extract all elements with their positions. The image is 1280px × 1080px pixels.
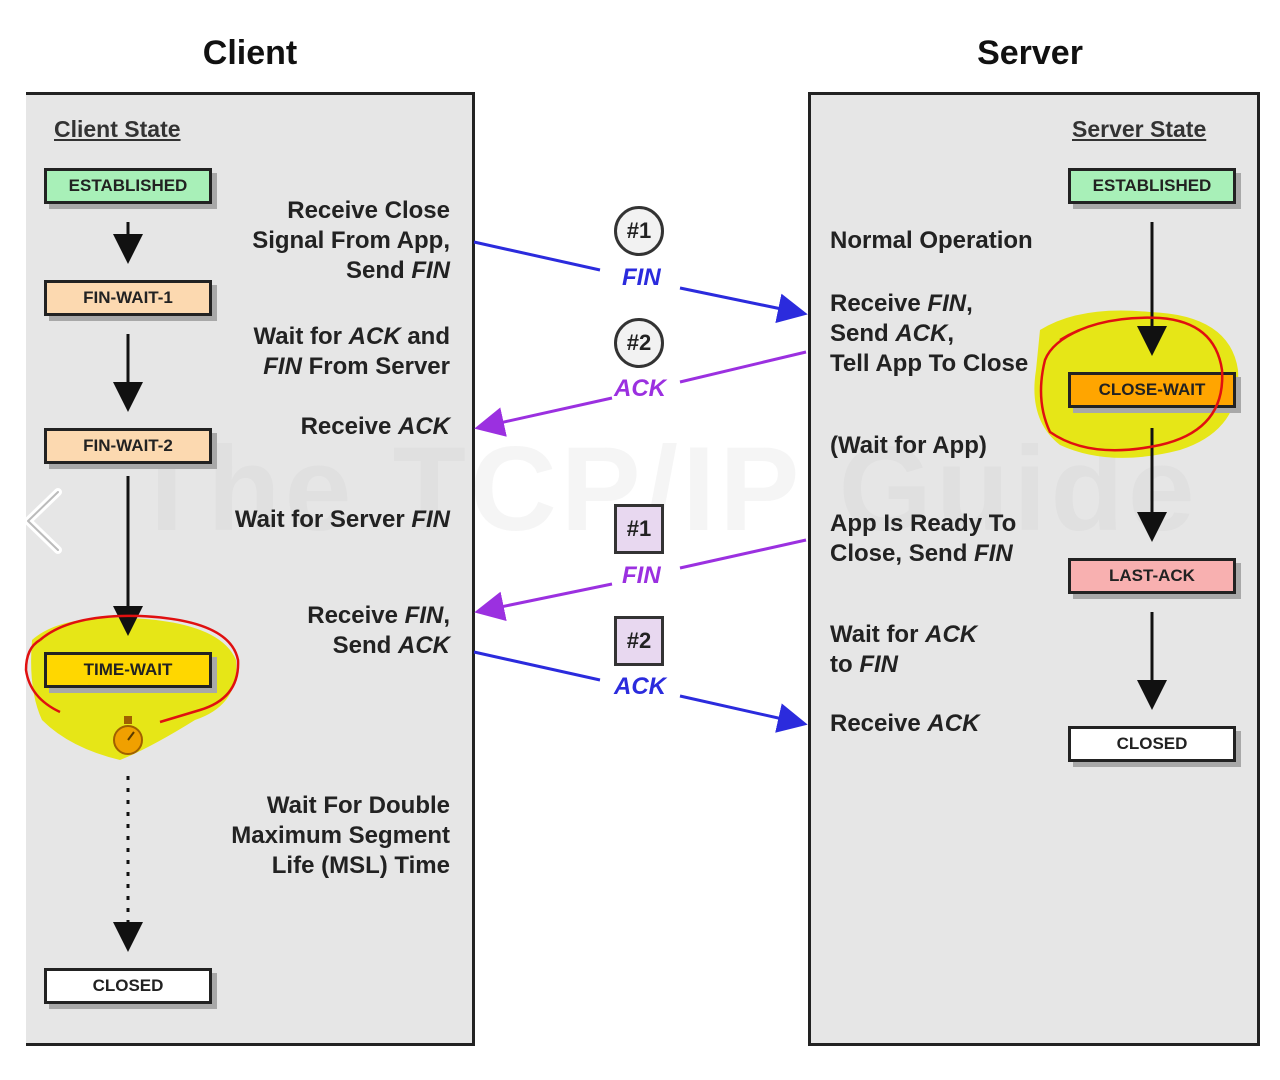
message-arrow-2: [679, 350, 807, 384]
server-desc-normal-operation: Normal Operation: [830, 227, 1033, 254]
message-arrow-3: [679, 538, 807, 570]
previous-arrow-icon[interactable]: [14, 486, 74, 556]
client-heading: Client: [202, 34, 298, 72]
client-desc-wait-server-fin: Wait for Server FIN: [234, 506, 450, 533]
message-4-badge: #2: [614, 616, 664, 666]
server-state-established: ESTABLISHED: [1068, 168, 1236, 204]
message-3-label: FIN: [622, 562, 661, 589]
client-desc-wait-double-msl: Wait For Double Maximum Segment Life (MS…: [231, 792, 450, 879]
server-state-closed: CLOSED: [1068, 726, 1236, 762]
message-3-badge: #1: [614, 504, 664, 554]
server-desc-wait-for-app: (Wait for App): [830, 432, 987, 459]
client-desc-wait-ack-fin: Wait for ACK and FIN From Server: [253, 323, 450, 380]
time-wait-red-circle: [24, 614, 240, 724]
server-state-close-wait: CLOSE-WAIT: [1068, 372, 1236, 408]
message-arrow-4b: [679, 694, 808, 733]
server-state-last-ack: LAST-ACK: [1068, 558, 1236, 594]
client-state-fin-wait-1: FIN-WAIT-1: [44, 280, 212, 316]
message-1-badge: #1: [614, 206, 664, 256]
message-arrow-1b: [679, 286, 808, 324]
message-4-label: ACK: [614, 673, 666, 700]
client-desc-receive-fin-send-ack: Receive FIN, Send ACK: [307, 602, 450, 659]
message-arrow-2b: [474, 396, 613, 437]
server-desc-app-ready: App Is Ready To Close, Send FIN: [830, 510, 1017, 567]
client-state-title: Client State: [54, 116, 181, 142]
client-state-established: ESTABLISHED: [44, 168, 212, 204]
server-state-title: Server State: [1072, 116, 1207, 142]
client-state-closed: CLOSED: [44, 968, 212, 1004]
stopwatch-icon: [113, 716, 143, 755]
client-desc-receive-close: Receive Close Signal From App, Send FIN: [252, 197, 450, 284]
message-arrow-4: [473, 650, 601, 682]
message-arrow-1: [473, 240, 601, 272]
client-desc-receive-ack: Receive ACK: [300, 413, 450, 440]
server-heading: Server: [977, 34, 1083, 72]
message-arrow-3b: [474, 582, 613, 622]
message-2-label: ACK: [614, 375, 666, 402]
server-desc-receive-fin: Receive FIN, Send ACK, Tell App To Close: [830, 290, 1029, 377]
client-state-time-wait: TIME-WAIT: [44, 652, 212, 688]
client-state-fin-wait-2: FIN-WAIT-2: [44, 428, 212, 464]
server-desc-receive-ack: Receive ACK: [830, 710, 980, 737]
message-2-badge: #2: [614, 318, 664, 368]
client-panel: [26, 92, 475, 1046]
message-1-label: FIN: [622, 264, 661, 291]
close-wait-red-circle: [1039, 316, 1224, 452]
server-desc-wait-ack-fin: Wait for ACK to FIN: [830, 621, 978, 678]
